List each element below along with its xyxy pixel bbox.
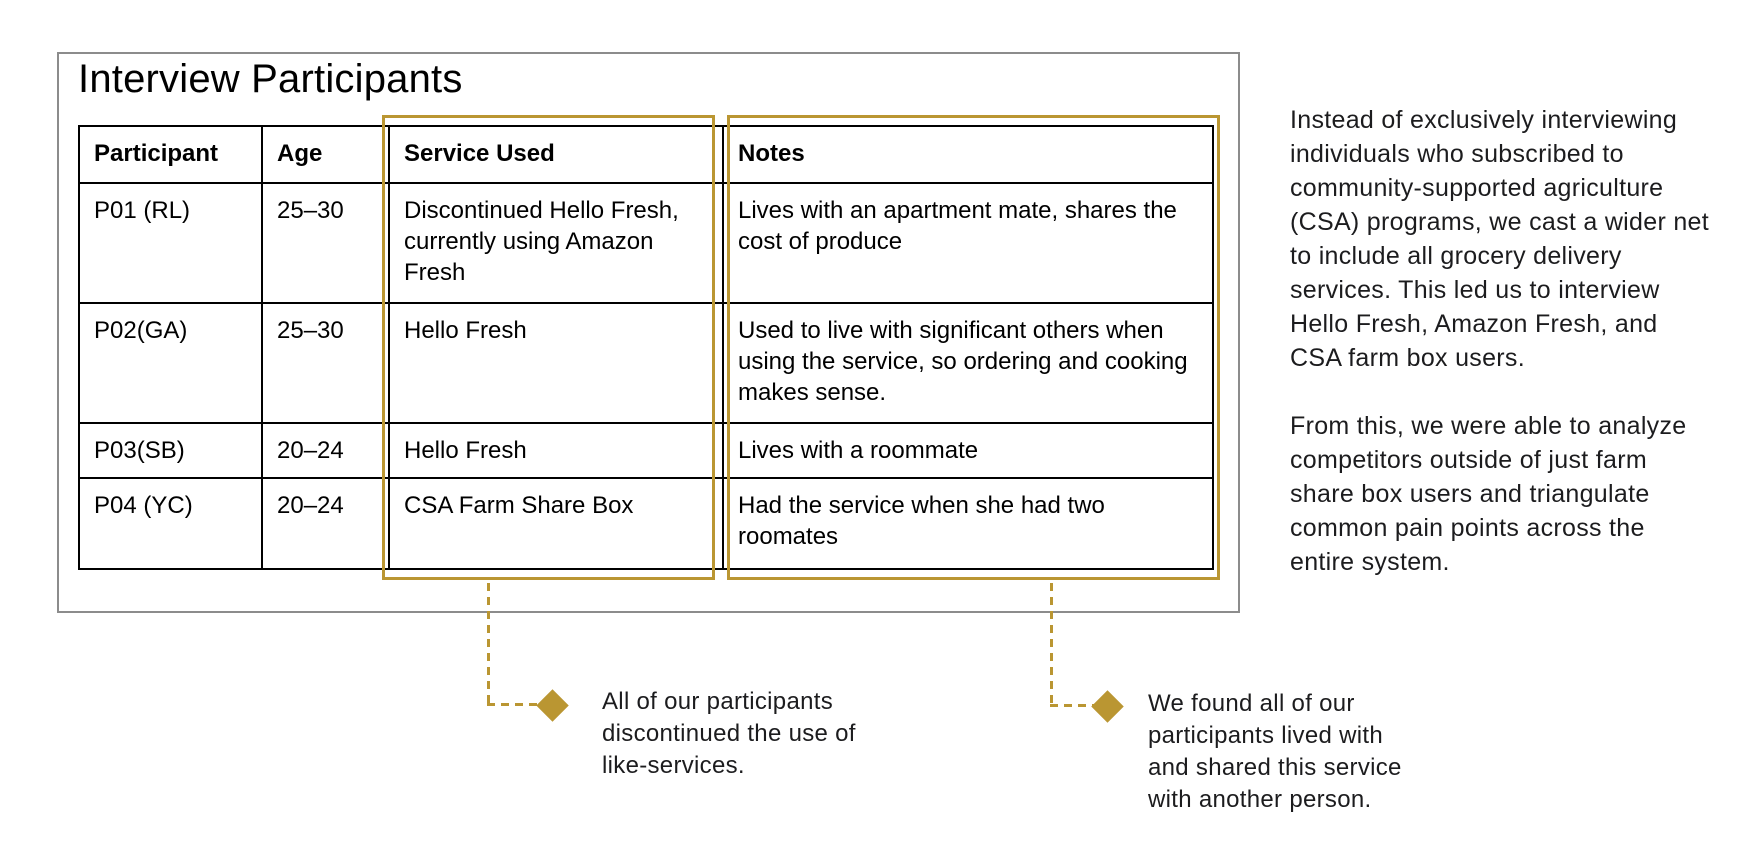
table-row: P01 (RL) 25–30 Discontinued Hello Fresh,… xyxy=(78,182,1214,304)
cell-participant: P03(SB) xyxy=(78,422,263,479)
cell-notes: Lives with a roommate xyxy=(722,422,1214,479)
sidebar-paragraph-2: From this, we were able to analyze compe… xyxy=(1290,412,1687,576)
service-callout-text: All of our participants discontinued the… xyxy=(602,688,856,779)
dotted-connector-service-vertical xyxy=(487,583,490,704)
cell-age: 20–24 xyxy=(261,422,390,479)
card-title: Interview Participants xyxy=(78,57,463,101)
dotted-connector-notes-vertical xyxy=(1050,583,1053,705)
dotted-connector-service-horizontal xyxy=(487,703,539,706)
diamond-marker-icon xyxy=(536,689,569,722)
table-header-row: Participant Age Service Used Notes xyxy=(78,125,1214,184)
cell-service: CSA Farm Share Box xyxy=(388,477,724,570)
cell-notes: Used to live with significant others whe… xyxy=(722,302,1214,424)
cell-age: 20–24 xyxy=(261,477,390,570)
cell-participant: P04 (YC) xyxy=(78,477,263,570)
participants-table: Participant Age Service Used Notes P01 (… xyxy=(78,125,1214,570)
header-cell-notes: Notes xyxy=(722,125,1214,184)
cell-notes: Had the service when she had two roomate… xyxy=(722,477,1214,570)
sidebar-commentary: Instead of exclusively interviewing indi… xyxy=(1290,103,1748,579)
cell-service: Hello Fresh xyxy=(388,422,724,479)
cell-participant: P01 (RL) xyxy=(78,182,263,304)
table-row: P02(GA) 25–30 Hello Fresh Used to live w… xyxy=(78,302,1214,424)
header-cell-participant: Participant xyxy=(78,125,263,184)
dotted-connector-notes-horizontal xyxy=(1050,704,1095,707)
header-cell-age: Age xyxy=(261,125,390,184)
diamond-marker-icon xyxy=(1091,690,1124,723)
cell-participant: P02(GA) xyxy=(78,302,263,424)
header-cell-service-used: Service Used xyxy=(388,125,724,184)
notes-callout-text: We found all of our participants lived w… xyxy=(1148,690,1402,813)
cell-notes: Lives with an apartment mate, shares the… xyxy=(722,182,1214,304)
cell-age: 25–30 xyxy=(261,182,390,304)
cell-age: 25–30 xyxy=(261,302,390,424)
sidebar-paragraph-1: Instead of exclusively interviewing indi… xyxy=(1290,106,1709,372)
table-row: P03(SB) 20–24 Hello Fresh Lives with a r… xyxy=(78,422,1214,479)
cell-service: Hello Fresh xyxy=(388,302,724,424)
cell-service: Discontinued Hello Fresh, currently usin… xyxy=(388,182,724,304)
table-row: P04 (YC) 20–24 CSA Farm Share Box Had th… xyxy=(78,477,1214,570)
